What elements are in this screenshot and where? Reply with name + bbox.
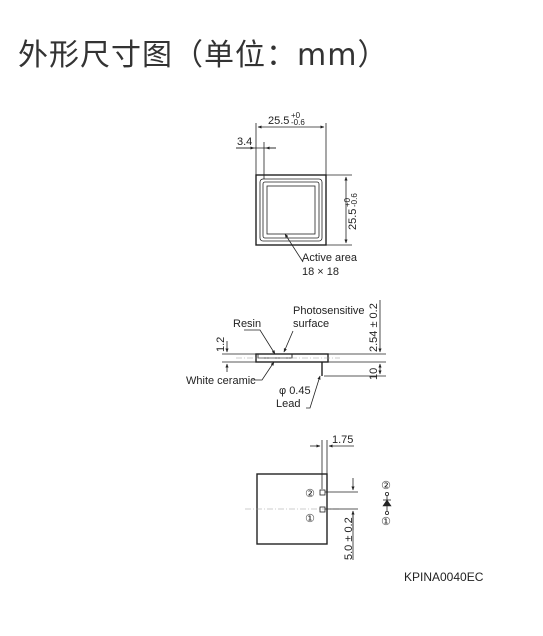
- pin-2-pad: [319, 489, 326, 496]
- lead-diameter-label: φ 0.45: [279, 385, 311, 397]
- thickness-dimension: 1.2: [215, 337, 227, 352]
- symbol-pin-2: ②: [381, 480, 391, 492]
- bottom-view: ② ① 1.75 5.0 ± 0.2 ② ①: [245, 434, 392, 560]
- photodiode-symbol: ② ①: [381, 480, 392, 528]
- pin-spacing-dimension: 5.0 ± 0.2: [343, 517, 355, 560]
- height-tolerance-lower: -0.6: [350, 193, 359, 207]
- window-outline: [259, 178, 323, 242]
- active-area-outline: [266, 185, 316, 235]
- photosensitive-label-line1: Photosensitive: [293, 305, 365, 317]
- width-tolerance-upper: +0: [291, 111, 301, 120]
- lead-length-dimension: 10: [368, 368, 380, 380]
- resin-label: Resin: [233, 318, 261, 330]
- side-view: 1.2 2.54 ± 0.2 10 Resin Photosensitive s…: [186, 300, 386, 410]
- height-dimension: 25.5: [347, 209, 359, 230]
- drawing-code: KPINA0040EC: [404, 570, 484, 584]
- diode-icon: [382, 499, 392, 507]
- offset-dimension: 3.4: [237, 136, 252, 148]
- active-area-leader: [284, 233, 304, 263]
- page-title: 外形尺寸图（单位：mm）: [18, 38, 389, 73]
- ceramic-label: White ceramic: [186, 375, 256, 387]
- package-outline: [255, 174, 327, 246]
- pin-1-label: ①: [305, 513, 315, 525]
- top-view: 25.5 +0 -0.6 3.4 25.5 +0 -0.6 Active are…: [236, 111, 359, 278]
- width-tolerance-lower: -0.6: [291, 118, 305, 127]
- lead-leader: [306, 375, 321, 409]
- pin-offset-dimension: 1.75: [332, 434, 353, 446]
- resin-leader: [244, 329, 276, 355]
- active-area-size: 18 × 18: [302, 266, 339, 278]
- photosensitive-label-line2: surface: [293, 318, 329, 330]
- photosensitive-leader: [283, 330, 294, 353]
- height-dimension-side: 2.54 ± 0.2: [368, 303, 380, 352]
- symbol-pin-1: ①: [381, 516, 391, 528]
- pin-1-pad: [319, 506, 326, 513]
- pin-2-label: ②: [305, 488, 315, 500]
- active-area-label: Active area: [302, 252, 358, 264]
- width-dimension: 25.5: [268, 115, 289, 127]
- lead-label: Lead: [276, 398, 300, 410]
- window-inner-outline: [262, 181, 320, 239]
- height-tolerance-upper: +0: [343, 197, 352, 207]
- ceramic-leader: [252, 361, 275, 381]
